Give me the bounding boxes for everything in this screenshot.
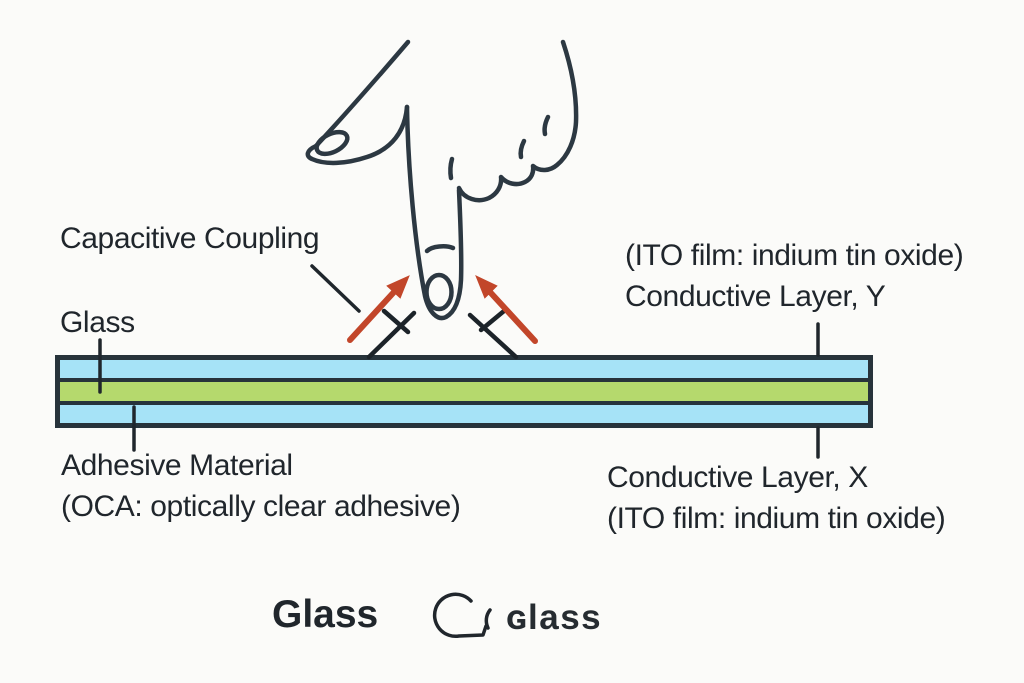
layer-glass-bottom: [60, 405, 868, 423]
label-conductive-layer-x: Conductive Layer, X (ITO film: indium ti…: [607, 457, 946, 539]
label-conductive-layer-y-line2: Conductive Layer, Y: [625, 280, 886, 313]
label-glass-top-layer: Glass: [60, 306, 135, 339]
label-conductive-layer-x-line2: (ITO film: indium tin oxide): [607, 502, 946, 535]
layer-divider: [60, 401, 868, 405]
leader-capacitive-coupling: [310, 264, 361, 313]
label-conductive-layer-y: (ITO film: indium tin oxide) Conductive …: [625, 235, 964, 317]
label-glass-bottom-title: Glass: [272, 593, 379, 636]
layer-divider: [60, 378, 868, 382]
touch-panel-stack: [55, 355, 873, 428]
layer-glass-top: [60, 360, 868, 378]
coupling-arrows-icon: [347, 275, 538, 344]
glass-logo-icon: [432, 592, 492, 639]
label-conductive-layer-y-line1: (ITO film: indium tin oxide): [625, 239, 964, 272]
label-adhesive-line2: (OCA: optically clear adhesive): [61, 490, 461, 523]
label-glass-wordmark: ɢlass: [506, 598, 603, 637]
capacitor-field-lines-icon: [366, 308, 519, 360]
label-conductive-layer-x-line1: Conductive Layer, X: [607, 461, 868, 494]
label-capacitive-coupling: Capacitive Coupling: [60, 222, 320, 255]
hand-icon: [305, 39, 579, 321]
label-adhesive-line1: Adhesive Material: [61, 449, 293, 482]
fingertip-pad-icon: [424, 272, 454, 312]
layer-adhesive-oca: [60, 382, 868, 401]
label-adhesive-material: Adhesive Material (OCA: optically clear …: [61, 445, 461, 527]
